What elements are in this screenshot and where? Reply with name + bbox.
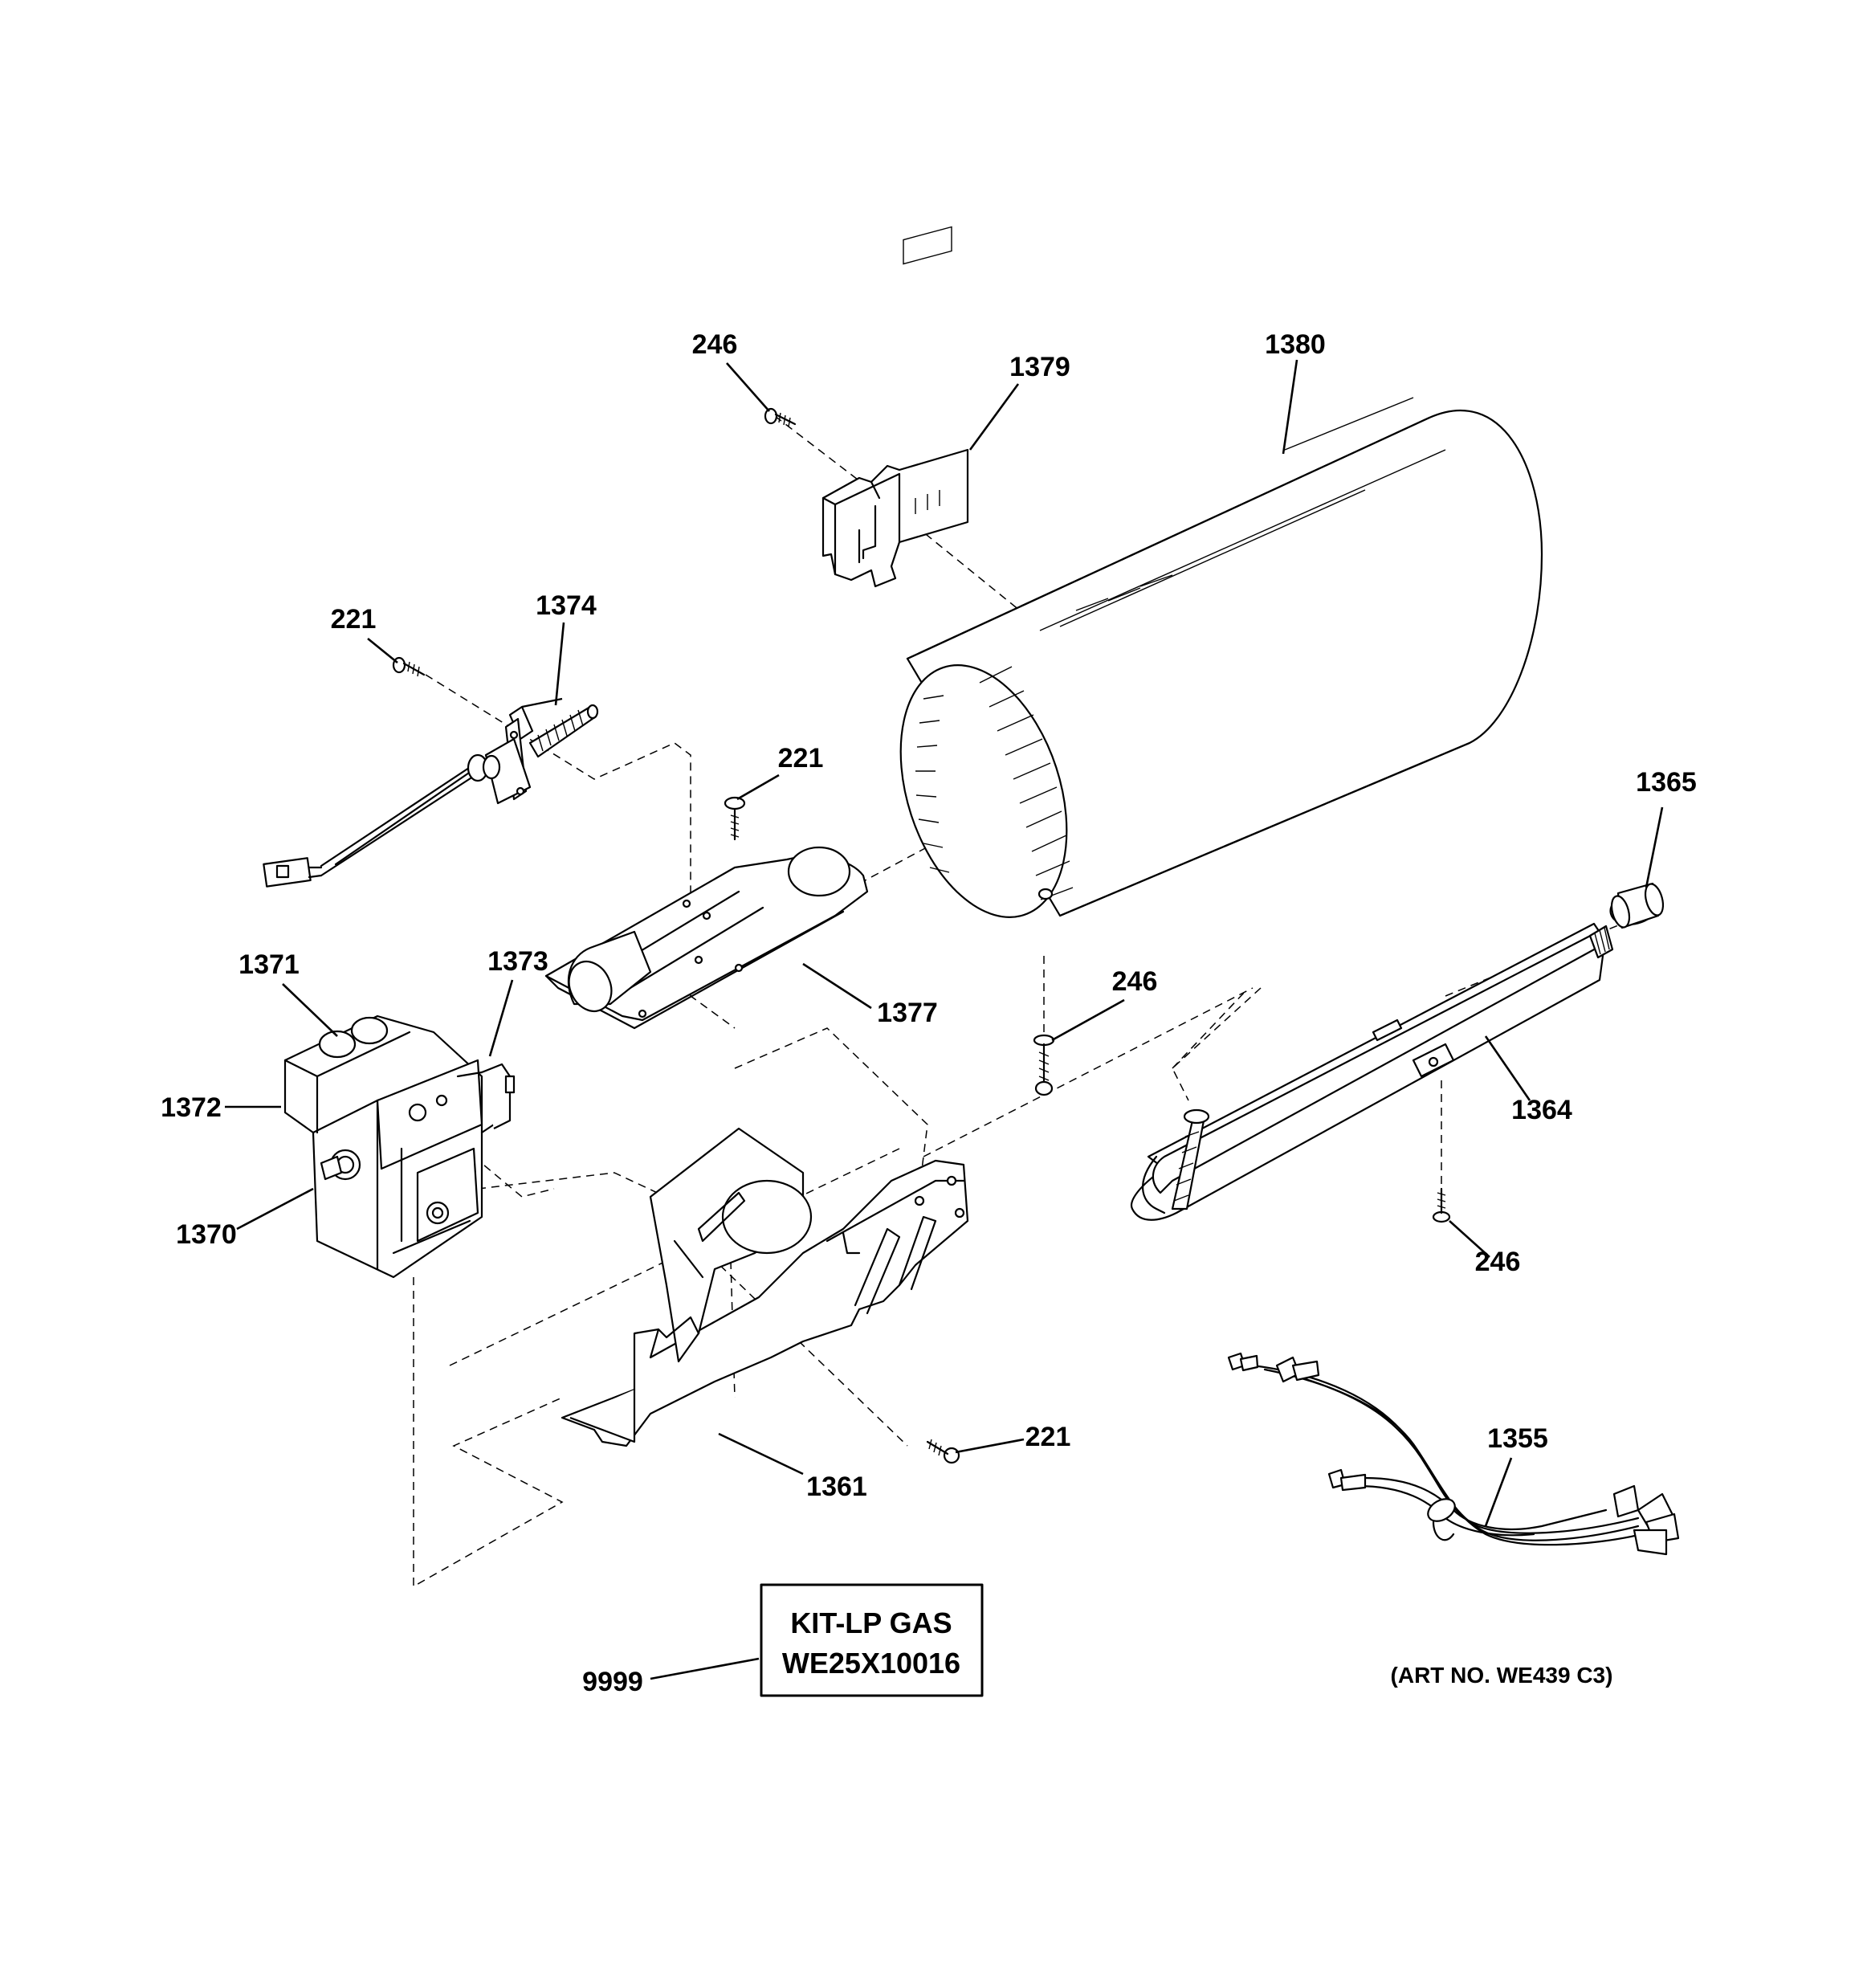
- callout-9999: 9999: [582, 1667, 643, 1697]
- callout-1365: 1365: [1636, 767, 1697, 798]
- callout-1374: 1374: [536, 590, 597, 621]
- burner-duct-1380: [899, 397, 1543, 918]
- gas-pipe-1364: [1130, 922, 1614, 1221]
- kit-box-line2: WE25X10016: [782, 1647, 960, 1680]
- callout-1380: 1380: [1265, 329, 1326, 360]
- wire-harness-1355: [1227, 1352, 1680, 1556]
- flame-sensor-1379: [821, 226, 969, 588]
- kit-box: KIT-LP GAS WE25X10016: [760, 1583, 984, 1697]
- callout-221-lower: 221: [1025, 1422, 1071, 1452]
- leader-lines: [225, 359, 1664, 1680]
- callout-1377: 1377: [877, 998, 938, 1028]
- screw-246-right: [1432, 1187, 1451, 1223]
- callout-246-right: 246: [1475, 1247, 1521, 1277]
- pipe-cap-1365: [1609, 882, 1665, 929]
- screw-221-lower: [926, 1439, 960, 1464]
- callout-1370: 1370: [176, 1219, 237, 1250]
- callout-221-top-left: 221: [331, 604, 377, 635]
- igniter-1374: [263, 697, 599, 888]
- callout-1372: 1372: [161, 1092, 222, 1123]
- burner-tube-1377: [544, 846, 869, 1030]
- callout-1355: 1355: [1487, 1423, 1548, 1454]
- callout-1373: 1373: [487, 946, 548, 977]
- callout-1364: 1364: [1511, 1095, 1572, 1125]
- callout-labels: 246 1379 1380 221 1374 221 1365 1371 137…: [161, 329, 1697, 1697]
- gas-valve-1370: [283, 1014, 516, 1279]
- callout-1371: 1371: [238, 949, 300, 980]
- screw-221-center: [724, 796, 746, 841]
- screw-246-top: [764, 407, 797, 427]
- screw-246-middle: [1033, 1034, 1055, 1096]
- burner-bracket-1361: [561, 1127, 969, 1447]
- screw-221-top-left: [392, 656, 426, 677]
- callout-246-middle: 246: [1112, 966, 1158, 997]
- callout-221-center: 221: [778, 743, 824, 774]
- art-number: (ART NO. WE439 C3): [1391, 1663, 1613, 1688]
- kit-box-line1: KIT-LP GAS: [790, 1606, 952, 1639]
- callout-1379: 1379: [1009, 352, 1070, 382]
- callout-1361: 1361: [806, 1472, 867, 1502]
- callout-246-top: 246: [692, 329, 738, 360]
